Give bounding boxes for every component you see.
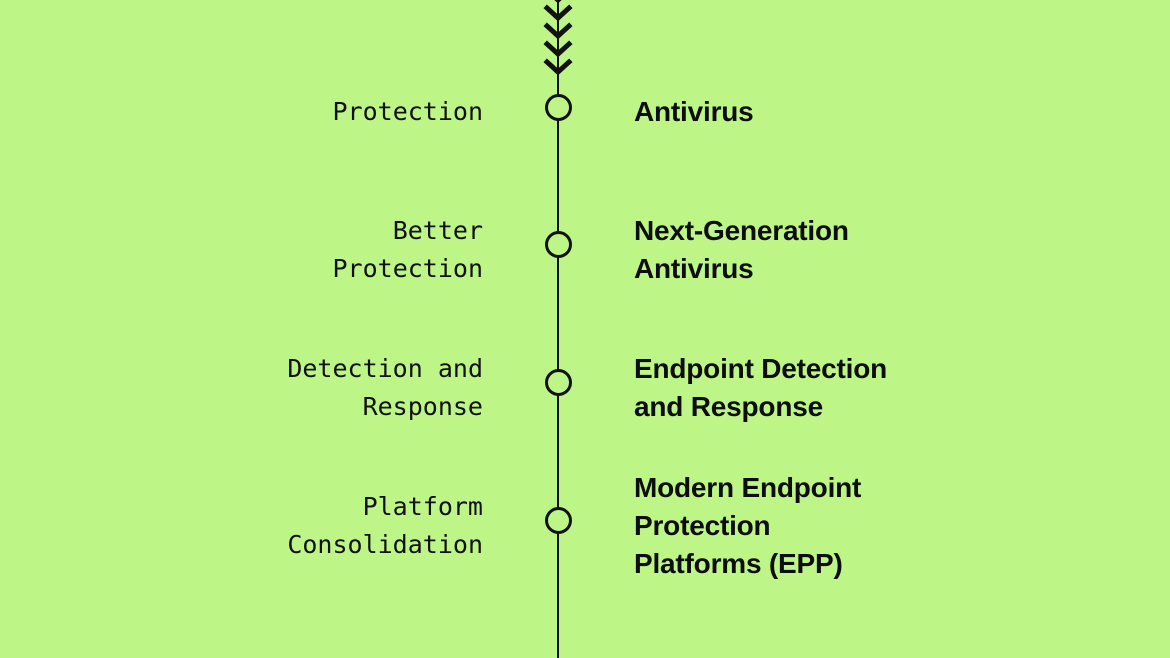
chevron-down-icon: [536, 22, 580, 40]
stage-label-2-line-2: Protection: [332, 254, 483, 283]
stage-label-1: Protection: [332, 93, 483, 131]
technology-label-3: Endpoint Detection and Response: [634, 350, 887, 426]
timeline-node-3[interactable]: [545, 369, 572, 396]
technology-label-2-line-2: Antivirus: [634, 253, 754, 284]
technology-label-1-line-1: Antivirus: [634, 96, 754, 127]
technology-label-4-line-2: Protection: [634, 510, 771, 541]
chevron-down-icon: [536, 4, 580, 22]
technology-label-1: Antivirus: [634, 93, 754, 131]
technology-label-4-line-3: Platforms (EPP): [634, 548, 843, 579]
stage-label-3-line-2: Response: [362, 392, 483, 421]
technology-label-4-line-1: Modern Endpoint: [634, 472, 862, 503]
technology-label-2-line-1: Next-Generation: [634, 215, 849, 246]
timeline-node-2[interactable]: [545, 231, 572, 258]
technology-label-3-line-1: Endpoint Detection: [634, 353, 888, 384]
timeline-node-1[interactable]: [545, 94, 572, 121]
stage-label-4-line-1: Platform: [362, 492, 483, 521]
chevron-down-icon: [536, 58, 580, 76]
stage-label-2-line-1: Better: [392, 216, 483, 245]
stage-label-3-line-1: Detection and: [287, 354, 483, 383]
timeline-spine-line: [557, 0, 559, 658]
technology-label-3-line-2: and Response: [634, 391, 823, 422]
chevron-down-stack: [536, 0, 580, 86]
stage-label-1-line-1: Protection: [332, 97, 483, 126]
chevron-down-icon: [536, 40, 580, 58]
timeline-node-4[interactable]: [545, 507, 572, 534]
stage-label-4-line-2: Consolidation: [287, 530, 483, 559]
